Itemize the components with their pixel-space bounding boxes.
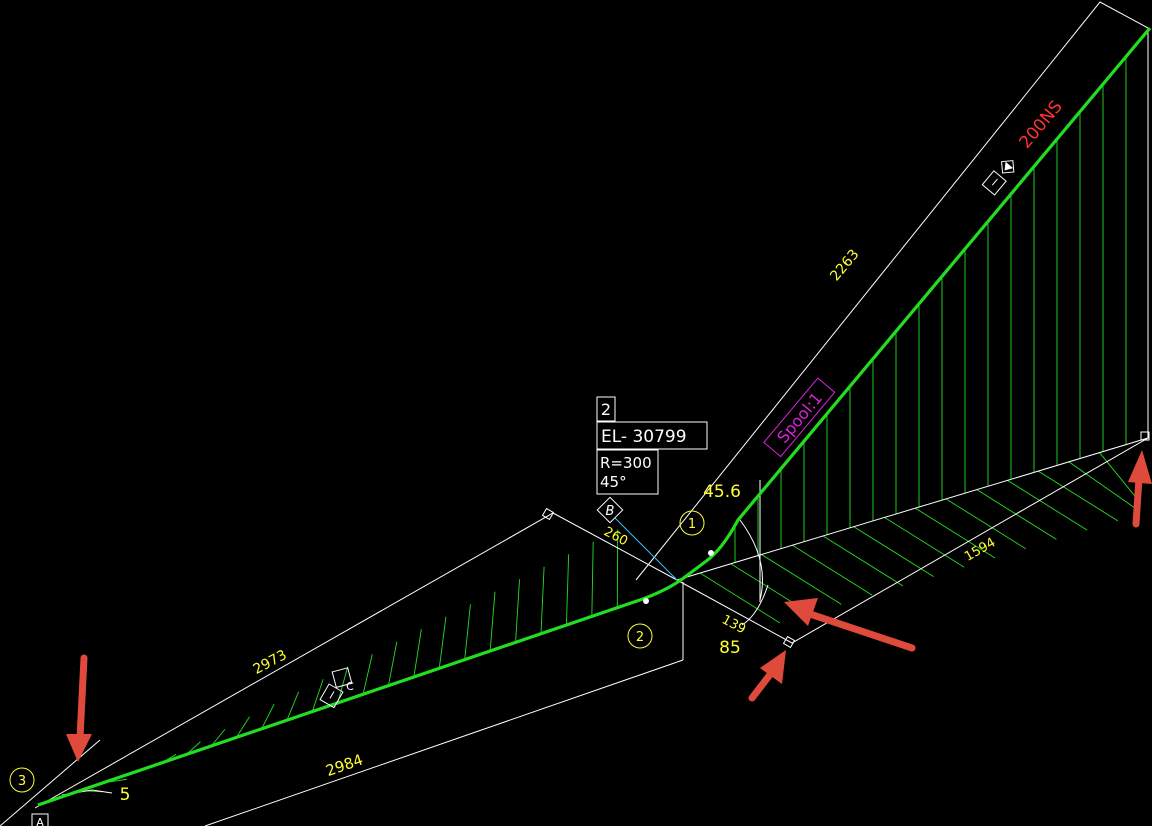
hatch-line-right [1037, 470, 1119, 522]
hatch-line-right [1006, 479, 1088, 531]
hatch-line-lower [489, 591, 496, 653]
hatch-line-lower [540, 566, 545, 636]
hatch-line-right [914, 507, 996, 559]
node-1-label: 1 [688, 517, 696, 532]
hatch-line-right [1098, 452, 1141, 503]
hatch-line-right [791, 544, 873, 596]
hatch-line-lower [311, 679, 324, 714]
node-1-circle [679, 510, 705, 536]
tag-marker-upper-arrow [1004, 161, 1014, 171]
base-dim-line [204, 659, 684, 826]
hatch-line-lower [565, 554, 570, 627]
elevation-box-elevation-cell [596, 421, 708, 450]
dim-angle-lower: 85 [719, 638, 741, 658]
weld-point-2 [643, 598, 649, 604]
angle-arc-lower [741, 584, 769, 626]
red-arrow-left [66, 654, 92, 762]
node-3-circle [9, 767, 35, 793]
elevation-box [596, 396, 708, 495]
tag-c-label: C [346, 680, 354, 693]
tag-a-label: A [36, 816, 44, 826]
lower-left-line [0, 739, 101, 826]
right-triangle-outline [676, 437, 1149, 644]
tag-marker-upper [981, 160, 1015, 196]
hatch-line-right [884, 516, 965, 568]
hatch-line-lower [362, 654, 373, 696]
node-2-circle [627, 623, 653, 649]
elevation-box-elevation: EL- 30799 [601, 427, 687, 447]
dim-end-offset: 5 [120, 785, 131, 805]
hatch-line-lower [387, 641, 398, 688]
hatch-lower-region [82, 529, 619, 793]
hatch-line-lower [438, 616, 447, 670]
hatch-line-right [853, 526, 934, 577]
hatch-line-lower [464, 604, 471, 662]
annotation-arrows [66, 450, 1152, 762]
weld-point-1 [708, 550, 714, 556]
hatch-line-lower [515, 579, 520, 644]
hatch-upper-region [734, 56, 1127, 563]
node-2-label: 2 [636, 630, 644, 645]
pipe-route [37, 26, 1152, 807]
red-arrow-right [1128, 450, 1152, 528]
hatch-line-lower [413, 629, 422, 679]
red-arrow-middle [784, 598, 916, 652]
tag-b-label: B [606, 504, 615, 519]
tag-marker-upper-diamond [1001, 160, 1015, 174]
elevation-box-number-cell [596, 396, 616, 422]
tag-b-diamond [596, 496, 624, 524]
hatch-line-right [1068, 461, 1141, 512]
elevation-box-angle: 45° [600, 473, 627, 491]
hatch-line-right [699, 572, 781, 624]
node-3-label: 3 [18, 774, 26, 789]
hatch-line-lower [260, 704, 275, 731]
hatch-right-region [699, 452, 1141, 624]
tag-b-leader [613, 516, 678, 581]
corner-marker-top [541, 507, 555, 521]
hatch-line-right [822, 535, 904, 587]
elevation-box-number: 2 [601, 400, 611, 419]
hatch-line-lower [235, 716, 250, 740]
tag-marker-lower-diamond [331, 667, 353, 689]
hatch-line-right [976, 489, 1057, 540]
tag-marker-upper-box [981, 170, 1007, 196]
hatch-line-lower [591, 541, 594, 618]
elevation-box-radius: R=300 [600, 454, 652, 472]
spool-label-box [763, 377, 836, 458]
tag-marker-upper-stroke [991, 178, 998, 186]
hatch-line-right [945, 498, 1026, 550]
elevation-box-bend-cell [596, 449, 659, 495]
tag-marker-lower [319, 667, 353, 709]
tag-a-box [31, 813, 49, 826]
red-arrow-bottom [748, 650, 786, 702]
dim-angle-top: 45.6 [703, 482, 741, 502]
hatch-line-right [761, 554, 842, 605]
corner-marker-right [1140, 431, 1150, 441]
hatch-line-lower [285, 691, 300, 722]
corner-marker-bottom [782, 635, 796, 649]
tag-marker-lower-stroke [329, 691, 335, 699]
angle-arc-top [739, 519, 763, 601]
